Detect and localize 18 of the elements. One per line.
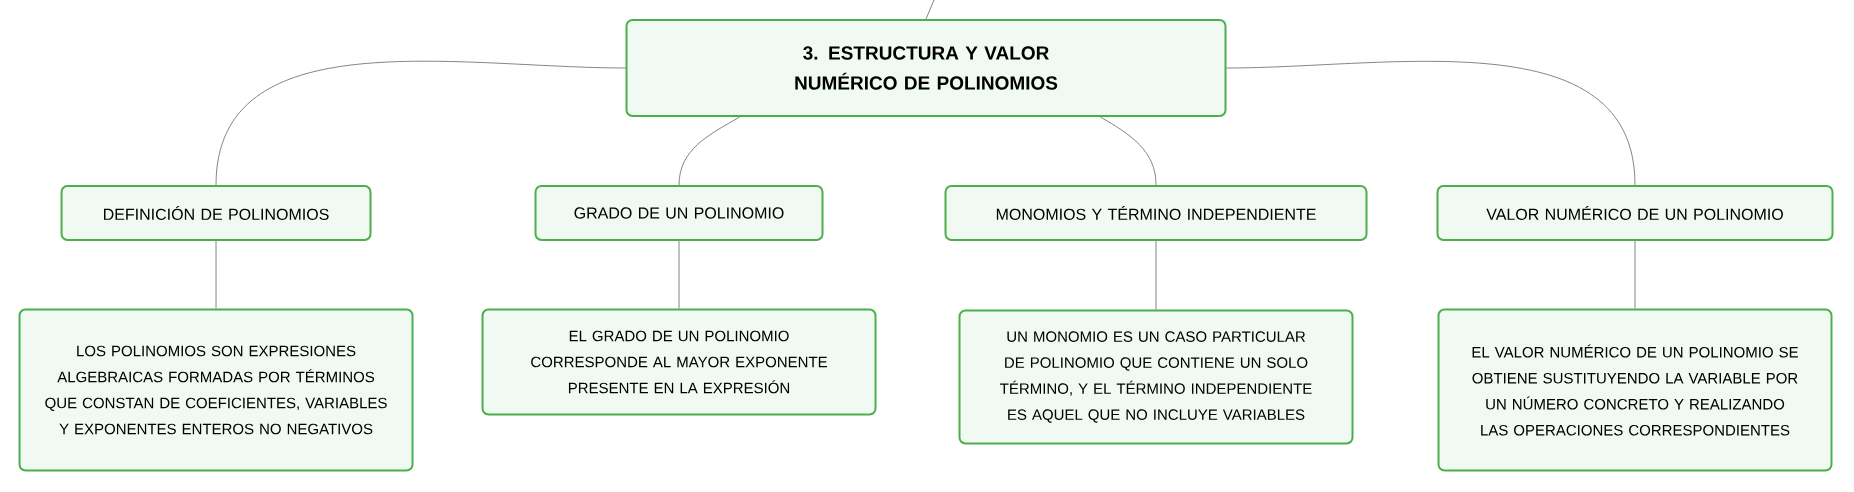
description-box: UN MONOMIO ES UN CASO PARTICULAR DE POLINOMIO QUE CONTIENE UN SOLO TÉRMINO, Y EL TÉRMINO INDEPENDIENTE ES AQUEL QUE NO INCLUYE VARIABLES (958, 309, 1354, 445)
connector-line (215, 61, 626, 186)
subtopic-box: DEFINICIÓN DE POLINOMIOS (60, 185, 372, 241)
connector-line (1099, 116, 1157, 186)
subtopic-box: VALOR NUMÉRICO DE UN POLINOMIO (1436, 185, 1834, 241)
connector-line (1155, 240, 1157, 310)
connector-line (215, 240, 217, 309)
description-box: EL VALOR NUMÉRICO DE UN POLINOMIO SE OBTIENE SUSTITUYENDO LA VARIABLE POR UN NÚMERO CONCRETO Y REALIZANDO LAS OPERACIONES CORRESPONDIENTES (1437, 308, 1833, 472)
subtopic-box: MONOMIOS Y TÉRMINO INDEPENDIENTE (944, 185, 1368, 241)
connector-line (678, 116, 741, 186)
subtopic-box: GRADO DE UN POLINOMIO (534, 185, 824, 241)
topic-box: 3. ESTRUCTURA Y VALOR NUMÉRICO DE POLINOMIOS (625, 19, 1227, 117)
connector-line (925, 0, 935, 20)
description-box: EL GRADO DE UN POLINOMIO CORRESPONDE AL MAYOR EXPONENTE PRESENTE EN LA EXPRESIÓN (481, 308, 877, 416)
description-box: LOS POLINOMIOS SON EXPRESIONES ALGEBRAICAS FORMADAS POR TÉRMINOS QUE CONSTAN DE COEFICIENTES, VARIABLES Y EXPONENTES ENTEROS NO NEGATIVOS (18, 308, 414, 472)
connector-line (1226, 61, 1636, 186)
connector-line (1634, 240, 1636, 309)
connector-line (678, 240, 680, 309)
